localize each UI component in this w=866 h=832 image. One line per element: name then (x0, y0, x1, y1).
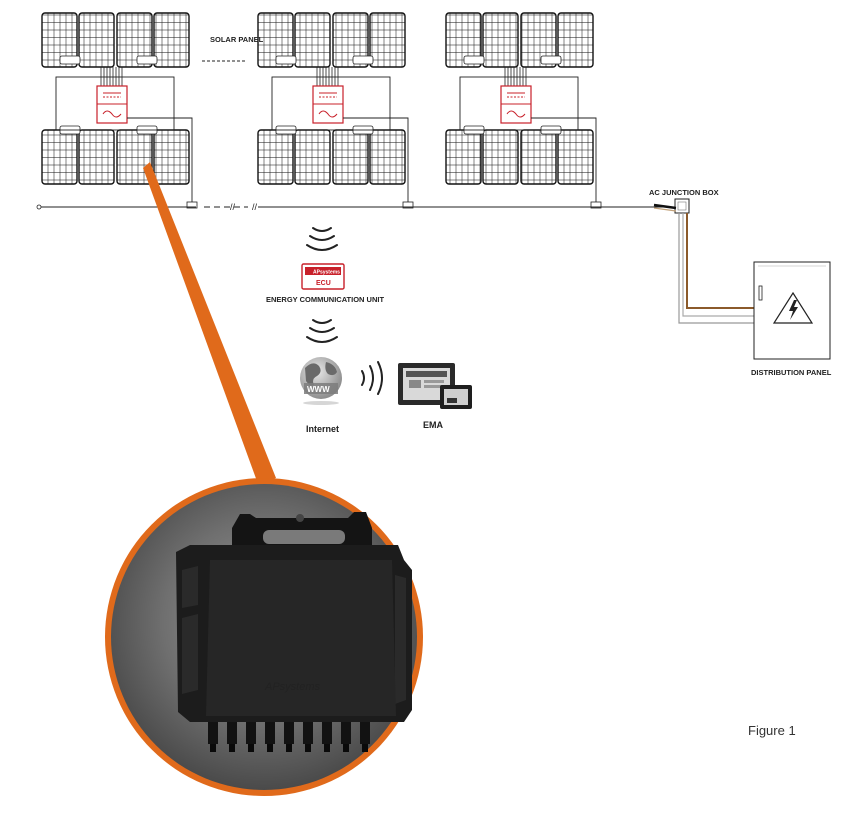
microinverter-icon (312, 85, 344, 124)
solar-panel-module (520, 129, 557, 185)
dc-connector (265, 722, 275, 752)
microinverter-icon (500, 85, 532, 124)
solar-panel-module (482, 129, 519, 185)
solar-panel-module (445, 129, 482, 185)
solar-panel-module (332, 12, 369, 68)
solar-panel-module (78, 12, 115, 68)
panel-junction (352, 55, 374, 65)
solar-panel-module (294, 129, 331, 185)
dc-connector (341, 722, 351, 752)
panel-group-2 (257, 12, 414, 209)
solar-panel-module (369, 129, 406, 185)
dc-connector (246, 722, 256, 752)
trunk-connector (402, 201, 414, 209)
panel-junction (136, 55, 158, 65)
solar-panel-module (369, 12, 406, 68)
microinverter-device: APsystems (176, 512, 412, 752)
microinverter-icon (96, 85, 128, 124)
device-logo-text: APsystems (264, 681, 321, 693)
figure-caption: Figure 1 (748, 723, 796, 738)
solar-panel-label: SOLAR PANEL (210, 35, 264, 44)
dc-connector (322, 722, 332, 752)
solar-panel-module (153, 12, 190, 68)
dc-wiring (55, 76, 175, 131)
ecu-brand-text: APsystems (313, 270, 340, 276)
panel-groups (41, 12, 602, 209)
ecu-short-text: ECU (316, 280, 331, 287)
dc-connector (208, 722, 218, 752)
solar-panel-module (41, 12, 78, 68)
dc-connectors (208, 722, 370, 752)
wireless-signal-icon (361, 361, 383, 395)
ac-trunk-bus: // // (36, 202, 672, 212)
dc-wiring (459, 76, 579, 131)
panel-junction (540, 55, 562, 65)
ac-feed-wires (678, 213, 754, 324)
solar-panel-module (557, 129, 594, 185)
panel-junction (463, 55, 485, 65)
solar-panel-module (520, 12, 557, 68)
ac-junction-box-label: AC JUNCTION BOX (649, 188, 719, 197)
solar-panel-module (482, 12, 519, 68)
ac-junction-box (653, 198, 690, 214)
trunk-connector (590, 201, 602, 209)
solar-panel-module (78, 129, 115, 185)
distribution-panel (753, 261, 831, 360)
www-text: WWW (307, 385, 330, 394)
wireless-signal-icon (306, 227, 338, 251)
internet-label: Internet (306, 424, 339, 434)
globe-icon: WWW (300, 357, 342, 405)
solar-panel-module (294, 12, 331, 68)
lightning-bolt-icon (772, 291, 814, 324)
dc-connector (303, 722, 313, 752)
panel-junction (275, 55, 297, 65)
phone-icon (440, 385, 472, 409)
ema-label: EMA (423, 420, 444, 430)
dc-connector (284, 722, 294, 752)
solar-panel-module (332, 129, 369, 185)
solar-panel-module (557, 12, 594, 68)
wireless-signal-icon (306, 319, 338, 343)
panel-group-3 (445, 12, 602, 209)
solar-panel-module (257, 129, 294, 185)
panel-junction (59, 55, 81, 65)
solar-panel-module (257, 12, 294, 68)
ecu-label: ENERGY COMMUNICATION UNIT (266, 295, 384, 304)
solar-panel-module (445, 12, 482, 68)
ecu-device: APsystems ECU (301, 263, 345, 290)
panel-group-1 (41, 12, 198, 209)
solar-panel-module (41, 129, 78, 185)
distribution-panel-label: DISTRIBUTION PANEL (751, 368, 832, 377)
dc-wiring (271, 76, 391, 131)
dc-connector (360, 722, 370, 752)
solar-panel-module (153, 129, 190, 185)
solar-panel-module (116, 12, 153, 68)
svg-text://: // (230, 202, 236, 212)
trunk-connector (186, 201, 198, 209)
svg-text://: // (252, 202, 258, 212)
dc-connector (227, 722, 237, 752)
